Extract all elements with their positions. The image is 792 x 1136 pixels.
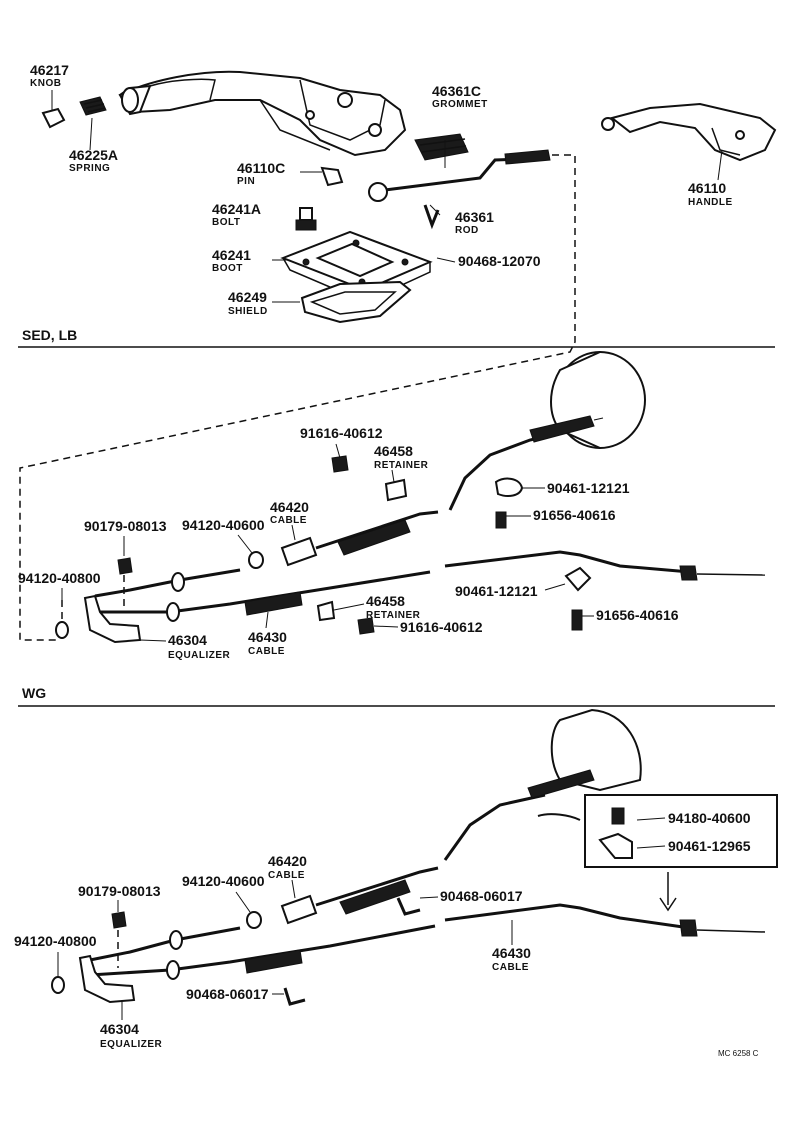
part-number-91616-40612: 91616-40612 — [300, 425, 383, 441]
part-name-bolt: BOLT — [212, 217, 240, 228]
part-number-90461-12121-lower: 90461-12121 — [455, 583, 538, 599]
part-number-46361: 46361 — [455, 209, 494, 225]
part-number-90461-12965: 90461-12965 — [668, 838, 751, 854]
part-labels: 46217 KNOB 46225A SPRING 46361C GROMMET … — [14, 62, 759, 1058]
part-name-cable-46430: CABLE — [248, 646, 285, 657]
part-name-retainer: RETAINER — [374, 460, 429, 471]
part-name-cable-46430-wg: CABLE — [492, 962, 529, 973]
part-number-90179-08013: 90179-08013 — [84, 518, 167, 534]
part-name-equalizer: EQUALIZER — [168, 650, 231, 661]
part-number-46420-wg: 46420 — [268, 853, 307, 869]
part-number-46225a: 46225A — [69, 147, 118, 163]
part-number-46241a: 46241A — [212, 201, 261, 217]
part-number-46458-lower: 46458 — [366, 593, 405, 609]
part-name-knob: KNOB — [30, 78, 61, 89]
part-number-46458: 46458 — [374, 443, 413, 459]
part-name-boot: BOOT — [212, 263, 243, 274]
part-number-90461-12121: 90461-12121 — [547, 480, 630, 496]
part-name-spring: SPRING — [69, 163, 110, 174]
part-number-46217: 46217 — [30, 62, 69, 78]
part-number-46249: 46249 — [228, 289, 267, 305]
section-title-sed-lb: SED, LB — [22, 327, 77, 343]
part-number-46110: 46110 — [688, 180, 726, 196]
part-number-94180-40600: 94180-40600 — [668, 810, 751, 826]
part-name-pin: PIN — [237, 176, 255, 187]
part-number-90179-08013-wg: 90179-08013 — [78, 883, 161, 899]
wg-cable-drawing — [51, 708, 778, 1006]
part-number-46420: 46420 — [270, 499, 309, 515]
part-name-retainer-lower: RETAINER — [366, 610, 421, 621]
sed-lb-cable-drawing — [55, 351, 766, 644]
section-title-wg: WG — [22, 685, 46, 701]
part-number-91656-40616: 91656-40616 — [533, 507, 616, 523]
part-number-90468-06017: 90468-06017 — [440, 888, 523, 904]
handle-assembly-drawing — [41, 70, 777, 324]
part-name-equalizer-wg: EQUALIZER — [100, 1039, 163, 1050]
part-number-46361c: 46361C — [432, 83, 481, 99]
part-name-grommet: GROMMET — [432, 99, 488, 110]
part-name-rod: ROD — [455, 225, 479, 236]
drawing-code: MC 6258 C — [718, 1049, 759, 1058]
connection-dashed-line — [19, 154, 576, 641]
part-number-46110c: 46110C — [237, 160, 285, 176]
part-number-91656-40616-lower: 91656-40616 — [596, 607, 679, 623]
part-number-46304-wg: 46304 — [100, 1021, 139, 1037]
part-number-46304: 46304 — [168, 632, 207, 648]
part-name-cable-46420-wg: CABLE — [268, 870, 305, 881]
part-number-94120-40600-wg: 94120-40600 — [182, 873, 265, 889]
part-number-90468-12070: 90468-12070 — [458, 253, 541, 269]
part-number-94120-40800-wg: 94120-40800 — [14, 933, 97, 949]
part-number-91616-40612-lower: 91616-40612 — [400, 619, 483, 635]
part-name-cable: CABLE — [270, 515, 307, 526]
part-name-shield: SHIELD — [228, 306, 268, 317]
part-number-90468-06017-lower: 90468-06017 — [186, 986, 269, 1002]
part-number-94120-40800: 94120-40800 — [18, 570, 101, 586]
part-number-94120-40600: 94120-40600 — [182, 517, 265, 533]
part-number-46430-wg: 46430 — [492, 945, 531, 961]
part-number-46241: 46241 — [212, 247, 251, 263]
part-number-46430: 46430 — [248, 629, 287, 645]
part-name-handle: HANDLE — [688, 197, 733, 208]
top-leader-lines — [51, 90, 723, 303]
